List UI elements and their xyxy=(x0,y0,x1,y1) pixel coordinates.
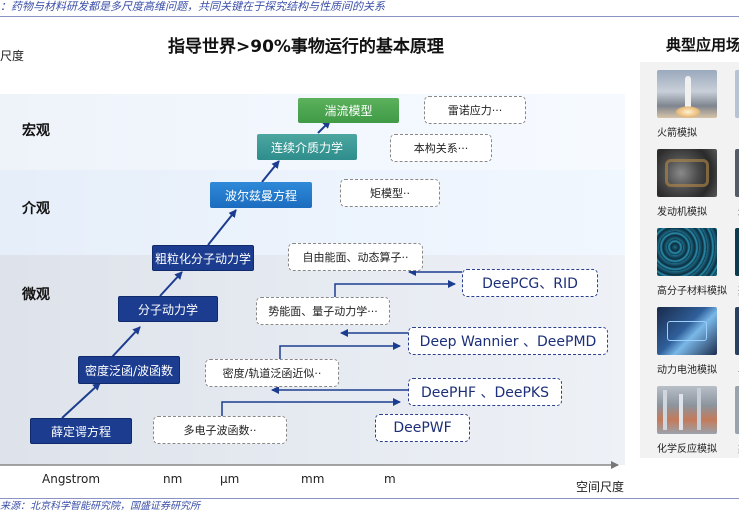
reynolds-stress-box: 雷诺应力··· xyxy=(424,96,526,124)
app-label-battery: 动力电池模拟 xyxy=(657,365,717,376)
clipped-photo xyxy=(735,149,739,197)
boltzmann-equation-box: 波尔兹曼方程 xyxy=(210,182,312,208)
continuum-mechanics-box: 连续介质力学 xyxy=(257,134,357,160)
y-axis-title: 尺度 xyxy=(0,49,25,63)
deepwannier-deepmd-box: Deep Wannier 、DeePMD xyxy=(408,327,608,355)
app-label-rocket: 火箭模拟 xyxy=(657,128,697,139)
coarse-grained-md-box: 粗粒化分子动力学 xyxy=(152,245,254,271)
x-axis-title: 空间尺度 xyxy=(576,480,625,494)
app-label-engine: 发动机模拟 xyxy=(657,207,707,218)
x-tick-nm: nm xyxy=(163,472,183,486)
clipped-photo xyxy=(735,307,739,355)
clipped-photo xyxy=(735,70,739,118)
chemistry-photo xyxy=(657,386,717,434)
molecular-dynamics-box: 分子动力学 xyxy=(118,296,218,322)
source-divider xyxy=(0,498,739,499)
many-electron-wavefunction-box: 多电子波函数·· xyxy=(153,416,287,444)
applications-panel: 火箭模拟 发动机模拟 均 高分子材料模拟 聚 动力电池模拟 半 化学反应模拟 药 xyxy=(640,62,739,458)
deephf-deeppks-box: DeePHF 、DeePKS xyxy=(408,378,562,406)
app-item-engine: 发动机模拟 均 xyxy=(657,149,739,219)
macro-label: 宏观 xyxy=(22,123,50,139)
deeppcg-rid-box: DeePCG、RID xyxy=(462,269,598,297)
constitutive-relation-box: 本构关系··· xyxy=(390,134,492,162)
deeppwf-box: DeePWF xyxy=(375,414,470,442)
turbulence-model-box: 湍流模型 xyxy=(298,98,399,123)
applications-title: 典型应用场 xyxy=(666,36,739,54)
x-tick-mm: mm xyxy=(301,472,325,486)
app-item-battery: 动力电池模拟 半 xyxy=(657,307,739,377)
polymer-photo xyxy=(657,228,717,276)
rocket-photo xyxy=(657,70,717,118)
x-tick-m: m xyxy=(384,472,396,486)
figure-caption: ：药物与材料研发都是多尺度高维问题，共同关键在于探究结构与性质间的关系 xyxy=(0,0,385,13)
app-item-chemistry: 化学反应模拟 药 xyxy=(657,386,739,456)
density-orbital-approx-box: 密度/轨道泛函近似·· xyxy=(205,359,339,387)
meso-label: 介观 xyxy=(22,201,50,217)
density-functional-box: 密度泛函/波函数 xyxy=(78,356,180,384)
moment-model-box: 矩模型·· xyxy=(340,179,440,207)
caption-divider xyxy=(0,16,739,17)
app-item-polymer: 高分子材料模拟 聚 xyxy=(657,228,739,298)
clipped-photo xyxy=(735,228,739,276)
diagram-title: 指导世界>90%事物运行的基本原理 xyxy=(168,37,444,57)
potential-energy-surface-box: 势能面、量子动力学··· xyxy=(256,297,390,325)
battery-photo xyxy=(657,307,717,355)
x-tick-angstrom: Angstrom xyxy=(42,472,101,486)
app-label-polymer: 高分子材料模拟 xyxy=(657,286,727,297)
schrodinger-equation-box: 薛定谔方程 xyxy=(30,418,132,444)
x-tick-um: μm xyxy=(220,472,240,486)
clipped-photo xyxy=(735,386,739,434)
free-energy-surface-box: 自由能面、动态算子·· xyxy=(288,243,423,271)
source-caption: 来源：北京科学智能研究院，国盛证券研究所 xyxy=(0,501,200,512)
micro-label: 微观 xyxy=(22,287,50,303)
engine-photo xyxy=(657,149,717,197)
app-label-chemistry: 化学反应模拟 xyxy=(657,444,717,455)
meso-band xyxy=(0,170,625,255)
app-item-rocket: 火箭模拟 xyxy=(657,70,739,139)
